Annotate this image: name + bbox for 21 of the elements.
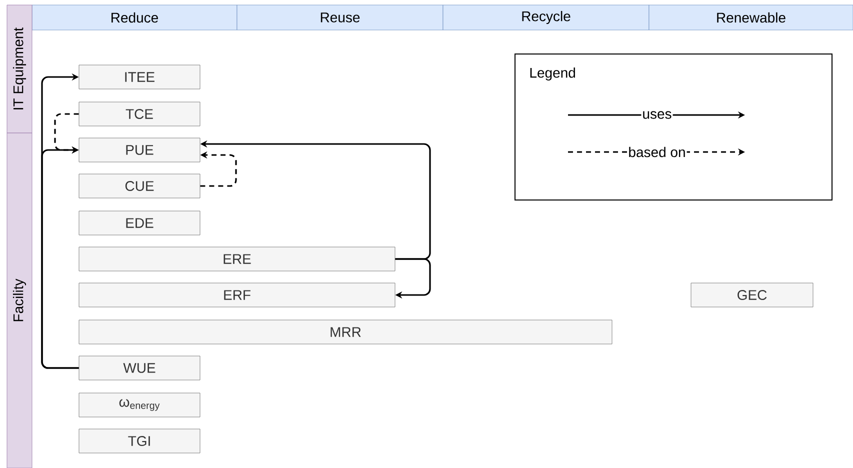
arrow [41, 146, 79, 369]
metric-box: MRR [78, 320, 612, 344]
metric-box: ω$_{energy}$ [78, 392, 200, 418]
metric-box: ERF [78, 282, 396, 308]
column-header: Reduce [32, 4, 238, 30]
metric-box: PUE [78, 138, 200, 162]
metric-box: EDE [78, 210, 200, 236]
column-header: Reuse [236, 4, 444, 30]
metric-box: ITEE [78, 64, 200, 90]
row-band: IT Equipment [6, 4, 32, 134]
column-header: Recycle [442, 4, 650, 30]
metric-box: TCE [78, 102, 200, 126]
metric-box: TGI [78, 428, 200, 454]
metric-box: GEC [690, 282, 814, 308]
arrow [395, 258, 431, 299]
metric-box: ERE [78, 246, 396, 272]
legend-label: uses [641, 110, 673, 120]
metric-box: WUE [78, 356, 200, 380]
metric-box: CUE [78, 174, 200, 198]
legend-label: based on [627, 146, 687, 158]
column-header: Renewable [648, 4, 853, 30]
